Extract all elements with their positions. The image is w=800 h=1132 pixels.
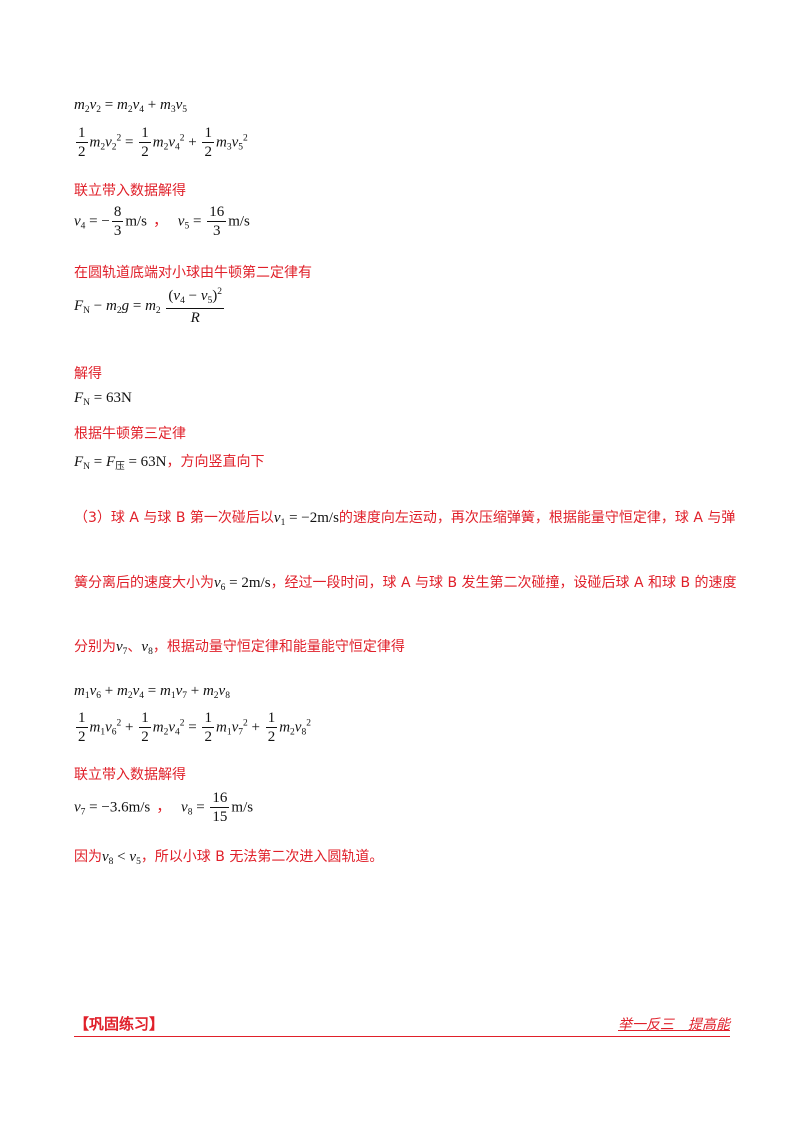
text-newton-second: 在圆轨道底端对小球由牛顿第二定律有 [74,265,312,281]
text-solve-2: 解得 [74,366,102,382]
paragraph-part3-line2: 簧分离后的速度大小为v6 = 2m/s，经过一段时间，球 A 与球 B 发生第二… [74,575,737,593]
equation-momentum-2: m1v6 + m2v4 = m1v7 + m2v8 [74,683,230,701]
text-solve-3: 联立带入数据解得 [74,767,186,783]
text-conclusion: 因为v8 < v5，所以小球 B 无法第二次进入圆轨道。 [74,849,384,867]
text-solve-1: 联立带入数据解得 [74,183,186,199]
equation-newton-third: FN = F压 = 63N，方向竖直向下 [74,454,265,472]
text-newton-third: 根据牛顿第三定律 [74,426,186,442]
paragraph-part3-line1: （3）球 A 与球 B 第一次碰后以v1 = −2m/s的速度向左运动，再次压缩… [74,510,736,528]
equation-fn-value: FN = 63N [74,390,132,408]
equation-momentum-1: m2v2 = m2v4 + m3v5 [74,97,187,115]
footer-section-title: 【巩固练习】 [74,1015,165,1033]
footer-tagline: 举一反三 提高能 [618,1017,730,1033]
paragraph-part3-line3: 分别为v7、v8，根据动量守恒定律和能量能守恒定律得 [74,639,405,657]
section-footer: 【巩固练习】 举一反三 提高能 [74,1015,730,1037]
